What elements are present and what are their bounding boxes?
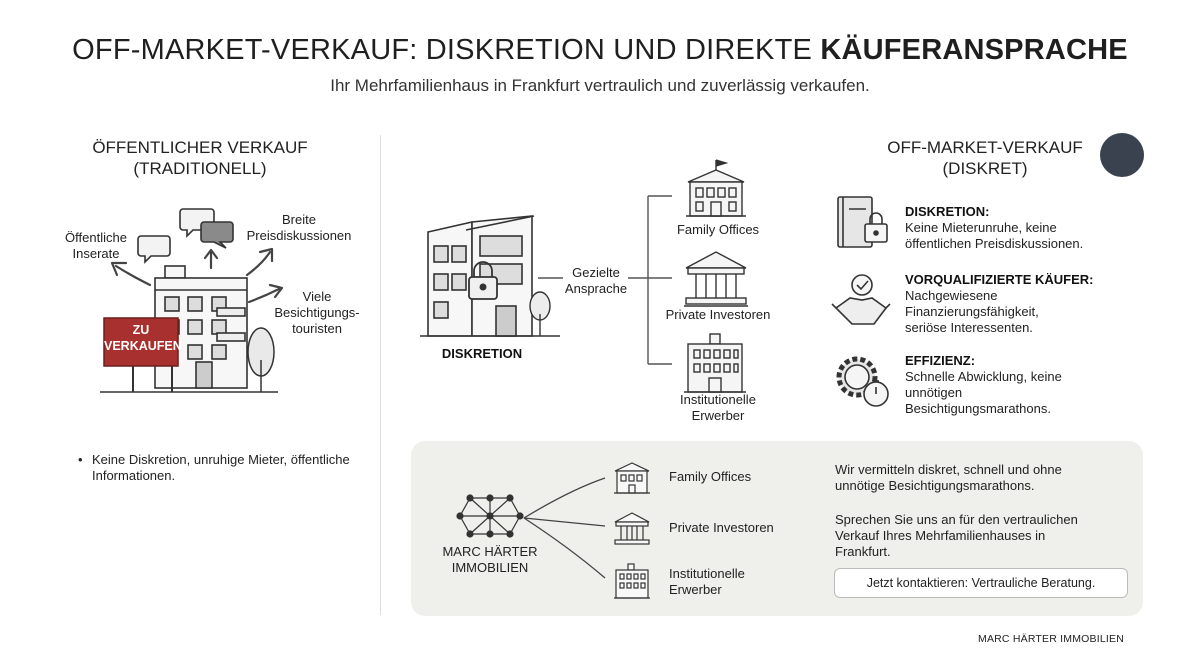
target-private-investors: Private Investoren bbox=[665, 307, 771, 322]
institution-icon-institutional bbox=[684, 333, 746, 393]
connector-lines bbox=[538, 195, 672, 365]
brand-name: MARC HÄRTER IMMOBILIEN bbox=[420, 544, 560, 576]
label-public-listings-line2: Inserate bbox=[72, 246, 120, 261]
label-price-discussions-line2: Preisdiskussionen bbox=[246, 228, 352, 243]
for-sale-sign-text: ZU VERKAUFEN bbox=[104, 322, 182, 354]
feature-title: EFFIZIENZ: bbox=[905, 353, 976, 368]
arrow-icon bbox=[247, 283, 284, 304]
bullet-dot: • bbox=[78, 452, 83, 467]
right-heading-line2: (DISKRET) bbox=[942, 159, 1028, 178]
panel-institution-icon-private bbox=[614, 512, 650, 545]
speech-bubble-icon bbox=[137, 235, 171, 264]
panel-text-2-line3: Frankfurt. bbox=[835, 544, 891, 559]
label-public-listings: Öffentliche Inserate bbox=[50, 230, 142, 262]
label-viewing-tourists-line2: Besichtigungs- bbox=[274, 305, 360, 320]
contact-cta-button[interactable]: Jetzt kontaktieren: Vertrauliche Beratun… bbox=[834, 568, 1128, 598]
label-viewing-tourists-line1: Viele bbox=[302, 289, 332, 304]
title-prefix: OFF-MARKET-VERKAUF: DISKRETION UND DIREK… bbox=[72, 34, 821, 66]
feature-title: DISKRETION: bbox=[905, 204, 990, 219]
gear-stopwatch-icon bbox=[836, 356, 889, 407]
panel-target-institutional: Institutionelle Erwerber bbox=[669, 566, 745, 598]
for-sale-sign-line1: ZU bbox=[132, 323, 150, 337]
targeted-approach-line2: Ansprache bbox=[564, 281, 628, 296]
panel-institution-icon-family bbox=[614, 462, 650, 494]
label-price-discussions: Breite Preisdiskussionen bbox=[238, 212, 360, 244]
book-lock-icon bbox=[837, 196, 888, 248]
footer-brand: MARC HÄRTER IMMOBILIEN bbox=[978, 633, 1124, 645]
panel-text-2-line1: Sprechen Sie uns an für den vertrauliche… bbox=[835, 512, 1078, 527]
targeted-approach-label: Gezielte Ansprache bbox=[556, 265, 636, 297]
discretion-label: DISKRETION bbox=[441, 346, 523, 361]
feature-title: VORQUALIFIZIERTE KÄUFER: bbox=[905, 272, 1094, 287]
target-family-offices: Family Offices bbox=[676, 222, 760, 237]
tree-icon bbox=[247, 327, 275, 392]
feature-prequalified-buyers: VORQUALIFIZIERTE KÄUFER: Nachgewiesene F… bbox=[905, 272, 1175, 336]
column-divider bbox=[380, 135, 381, 615]
label-price-discussions-line1: Breite bbox=[282, 212, 316, 227]
panel-text-1-line1: Wir vermitteln diskret, schnell und ohne bbox=[835, 462, 1062, 477]
page-title: OFF-MARKET-VERKAUF: DISKRETION UND DIREK… bbox=[0, 34, 1200, 67]
page-subtitle: Ihr Mehrfamilienhaus in Frankfurt vertra… bbox=[330, 76, 870, 95]
panel-text-1: Wir vermitteln diskret, schnell und ohne… bbox=[835, 462, 1135, 494]
target-institutional-line2: Erwerber bbox=[691, 408, 745, 423]
panel-target-private-investors: Private Investoren bbox=[669, 520, 774, 535]
panel-text-2: Sprechen Sie uns an für den vertrauliche… bbox=[835, 512, 1135, 560]
panel-target-family-offices: Family Offices bbox=[669, 469, 752, 484]
panel-text-2-line2: Verkauf Ihres Mehrfamilienhauses in bbox=[835, 528, 1046, 543]
label-viewing-tourists-line3: touristen bbox=[292, 321, 342, 336]
feature-desc-line: Schnelle Abwicklung, keine bbox=[905, 369, 1062, 384]
institution-icon-family bbox=[686, 159, 746, 217]
speech-bubble-icon bbox=[200, 221, 234, 249]
right-heading: OFF-MARKET-VERKAUF (DISKRET) bbox=[860, 137, 1110, 179]
check-badge bbox=[1100, 133, 1144, 177]
left-heading-line1: ÖFFENTLICHER VERKAUF bbox=[92, 138, 308, 157]
brand-name-line1: MARC HÄRTER bbox=[442, 544, 538, 559]
left-bullet-text: Keine Diskretion, unruhige Mieter, öffen… bbox=[92, 452, 350, 483]
tree-icon bbox=[529, 291, 551, 336]
network-logo-icon bbox=[456, 494, 524, 538]
panel-target-institutional-line2: Erwerber bbox=[669, 582, 722, 597]
feature-desc-line: Besichtigungsmarathons. bbox=[905, 401, 1051, 416]
panel-connector-lines bbox=[523, 477, 606, 579]
feature-desc-line: Keine Mieterunruhe, keine bbox=[905, 220, 1057, 235]
feature-desc-line: Nachgewiesene bbox=[905, 288, 998, 303]
target-institutional-line1: Institutionelle bbox=[680, 392, 756, 407]
feature-efficiency: EFFIZIENZ: Schnelle Abwicklung, keine un… bbox=[905, 353, 1175, 417]
label-public-listings-line1: Öffentliche bbox=[65, 230, 127, 245]
target-institutional-buyers: Institutionelle Erwerber bbox=[656, 392, 780, 424]
arrow-icon bbox=[203, 248, 219, 270]
panel-institution-icon-institutional bbox=[614, 563, 650, 599]
feature-desc-line: öffentlichen Preisdiskussionen. bbox=[905, 236, 1084, 251]
feature-desc-line: unnötigen bbox=[905, 385, 963, 400]
for-sale-sign-line2: VERKAUFEN bbox=[104, 339, 182, 353]
right-heading-line1: OFF-MARKET-VERKAUF bbox=[887, 138, 1083, 157]
left-heading: ÖFFENTLICHER VERKAUF (TRADITIONELL) bbox=[70, 137, 330, 179]
targeted-approach-line1: Gezielte bbox=[572, 265, 620, 280]
panel-text-1-line2: unnötige Besichtigungsmarathons. bbox=[835, 478, 1035, 493]
for-sale-sign bbox=[103, 317, 179, 392]
brand-name-line2: IMMOBILIEN bbox=[451, 560, 529, 575]
feature-desc-line: Finanzierungsfähigkeit, bbox=[905, 304, 1039, 319]
title-bold: KÄUFERANSPRACHE bbox=[820, 34, 1128, 66]
left-heading-line2: (TRADITIONELL) bbox=[133, 159, 267, 178]
arrow-icon bbox=[110, 261, 152, 287]
arrow-icon bbox=[245, 247, 274, 277]
institution-icon-private bbox=[684, 251, 748, 307]
feature-desc-line: seriöse Interessenten. bbox=[905, 320, 1033, 335]
lock-icon bbox=[468, 261, 498, 300]
panel-target-institutional-line1: Institutionelle bbox=[669, 566, 745, 581]
label-viewing-tourists: Viele Besichtigungs- touristen bbox=[262, 289, 372, 337]
handshake-icon bbox=[831, 274, 891, 325]
feature-discretion: DISKRETION: Keine Mieterunruhe, keine öf… bbox=[905, 204, 1175, 252]
